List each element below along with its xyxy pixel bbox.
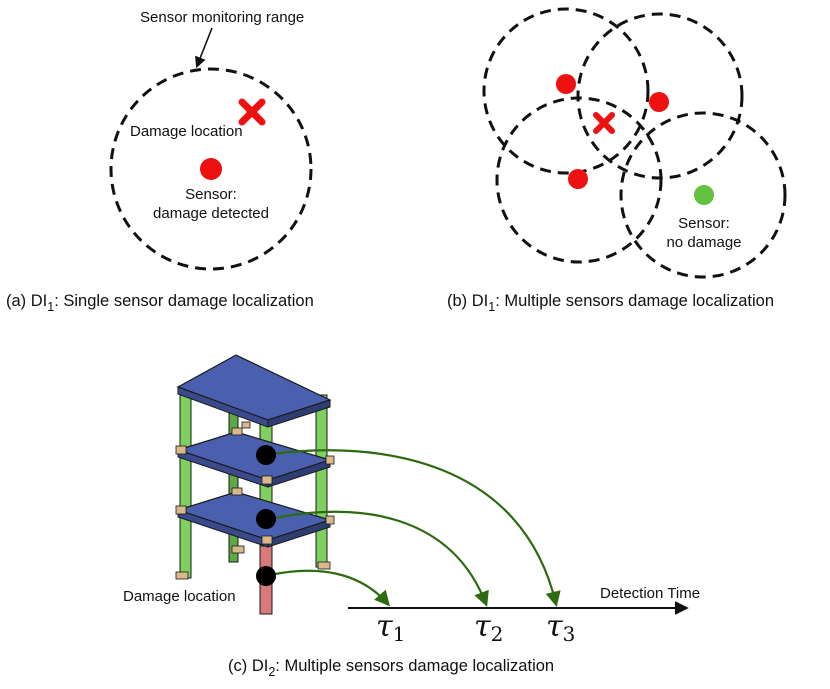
sensor-label-line1: Sensor: [678, 215, 730, 232]
tau-1-label: τ1 [376, 609, 405, 646]
sensor-range-circle [109, 67, 313, 271]
sensor-2 [256, 509, 276, 529]
monitoring-range-label: Sensor monitoring range [140, 9, 304, 26]
range-circle-3 [495, 96, 663, 264]
tau-2-label: τ2 [474, 609, 503, 646]
sensor-damage-detected [568, 169, 588, 189]
range-circle-4 [619, 111, 787, 279]
left-column [179, 389, 192, 579]
right-column [315, 394, 328, 568]
detection-time-label: Detection Time [600, 585, 700, 602]
damage-location-marker [593, 112, 615, 134]
range-circle-1 [482, 7, 650, 175]
building-structure [175, 354, 335, 615]
panel-b: Sensor: no damage (b) DI1: Multiple sens… [447, 7, 787, 314]
sensor-no-damage [694, 185, 714, 205]
panel-c: Damage location Detection Time τ1 τ2 τ3 … [123, 354, 700, 679]
wave-arrow-2 [269, 510, 489, 607]
sensor-damage-detected [649, 92, 669, 112]
monitoring-range-arrow [195, 27, 213, 69]
joints [175, 421, 335, 580]
tau-3-label: τ3 [546, 609, 575, 646]
sensor-1 [256, 566, 276, 586]
damage-location-label: Damage location [130, 123, 243, 140]
caption-c: (c) DI2: Multiple sensors damage localiz… [228, 657, 554, 679]
panel-a: Sensor monitoring range Damage location … [6, 9, 314, 314]
wave-arrow-1 [269, 569, 391, 607]
sensor-label-line1: Sensor: [185, 186, 237, 203]
sensor-damage-detected [556, 74, 576, 94]
sensor-damage-detected [200, 158, 222, 180]
damage-location-label: Damage location [123, 588, 236, 605]
sensor-label-line2: damage detected [153, 205, 269, 222]
wave-arrow-3 [269, 449, 561, 607]
caption-a: (a) DI1: Single sensor damage localizati… [6, 292, 314, 314]
sensor-3 [256, 445, 276, 465]
damage-location-marker [238, 98, 266, 126]
caption-b: (b) DI1: Multiple sensors damage localiz… [447, 292, 774, 314]
sensor-label-line2: no damage [666, 234, 741, 251]
